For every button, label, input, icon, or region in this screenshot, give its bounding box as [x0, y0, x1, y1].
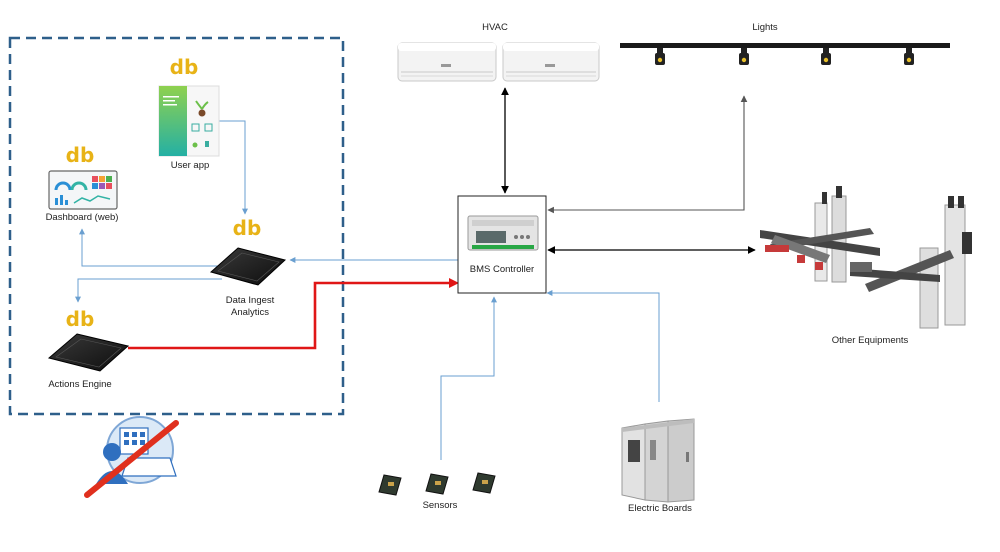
actions-engine-label: Actions Engine	[48, 379, 112, 390]
user-app-screen	[158, 85, 220, 157]
db-logo-user-app: db	[170, 55, 199, 79]
dashboard-screen	[48, 170, 118, 210]
data-ingest-device	[209, 247, 287, 286]
bms-controller	[457, 195, 547, 294]
bms-controller-label: BMS Controller	[469, 264, 535, 275]
electric-boards-cabinet	[621, 418, 695, 503]
platform-boundary	[8, 36, 345, 416]
data-ingest-label-line2: Analytics	[230, 307, 269, 318]
hvac-units	[397, 42, 600, 82]
lights-label: Lights	[752, 22, 778, 33]
db-logo-dashboard: db	[66, 143, 95, 167]
electric-boards-label: Electric Boards	[628, 503, 692, 514]
data-ingest-label-line1: Data Ingest	[225, 295, 275, 306]
other-equipments-label: Other Equipments	[831, 335, 909, 346]
track-lights	[620, 43, 950, 65]
user-app-label: User app	[170, 160, 210, 171]
no-user-sign	[84, 416, 179, 498]
robot-gantries	[760, 186, 972, 329]
hvac-label: HVAC	[482, 22, 508, 33]
db-logo-data-ingest: db	[233, 216, 262, 240]
sensors-label: Sensors	[422, 500, 458, 511]
sensor-boards	[378, 472, 496, 496]
db-logo-actions-engine: db	[66, 307, 95, 331]
actions-engine-device	[47, 333, 130, 372]
data-ingest-label: Data Ingest Analytics	[200, 295, 300, 319]
connectors	[75, 87, 756, 460]
dashboard-label: Dashboard (web)	[45, 212, 119, 223]
